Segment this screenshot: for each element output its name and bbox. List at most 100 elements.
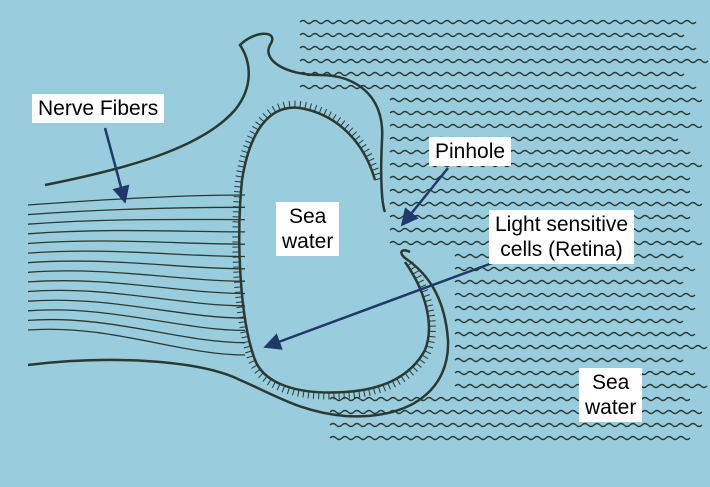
retina-cell-mark	[239, 326, 247, 329]
retina-cell-mark	[331, 114, 337, 121]
retina-cell-mark	[234, 286, 242, 288]
pinhole-label: Pinhole	[429, 137, 512, 166]
retina-cell-mark	[243, 345, 251, 349]
nerve-fiber	[27, 328, 246, 356]
sea-water-inner-line-2: water	[282, 230, 334, 253]
nerve-fiber	[27, 206, 246, 216]
water-wave-line	[389, 97, 703, 103]
nerve-fiber	[27, 270, 246, 282]
retina-cell-mark	[396, 378, 401, 385]
retina-cell-mark	[374, 177, 382, 181]
retina-cell-mark	[354, 135, 361, 141]
retina-cell-mark	[340, 120, 346, 127]
retina-cell-mark	[233, 196, 241, 198]
retina-cell-mark	[245, 140, 252, 144]
retina-cell-mark	[369, 162, 377, 167]
retina-label: Light sensitive cells (Retina)	[489, 210, 635, 264]
retina-cell-mark	[266, 109, 272, 116]
retina-cell-mark	[288, 100, 291, 108]
retina-cell-mark	[428, 320, 436, 322]
water-wave-line	[299, 58, 709, 64]
retina-cell-mark	[427, 314, 436, 317]
water-wave-line	[329, 435, 691, 441]
retina-cell-mark	[237, 165, 245, 168]
retina-cell-mark	[281, 385, 286, 393]
retina-cell-mark	[271, 381, 276, 389]
retina-cell-mark	[304, 101, 307, 110]
retina-cell-mark	[400, 375, 406, 383]
retina-cell-mark	[428, 335, 436, 338]
retina-cell-mark	[312, 391, 315, 399]
retina-cell-mark	[235, 175, 243, 178]
retina-cell-mark	[363, 148, 370, 153]
nerve-fiber	[27, 318, 246, 344]
retina-cell-mark	[276, 383, 281, 391]
retina-cell-mark	[412, 366, 418, 372]
retina-cell-mark	[241, 150, 249, 154]
nerve-fiber	[27, 194, 246, 206]
retina-cell-mark	[377, 386, 381, 394]
retina-cell-mark	[424, 299, 432, 303]
retina-cell-mark	[408, 369, 414, 376]
retina-cell-mark	[233, 191, 242, 193]
retina-cell-mark	[417, 279, 425, 284]
retina-cell-mark	[234, 185, 242, 188]
water-wave-line	[454, 279, 684, 285]
water-wave-line	[454, 344, 708, 350]
nerve-fiber	[27, 218, 246, 225]
water-wave-line	[454, 318, 684, 324]
retina-cell-mark	[239, 155, 247, 159]
retina-cell-mark	[360, 143, 367, 149]
retina-cell-mark	[243, 145, 251, 149]
retina-cell-mark	[358, 390, 361, 398]
retina-cell-mark	[262, 112, 269, 119]
pinhole-label-text: Pinhole	[435, 140, 506, 163]
nerve-fiber	[27, 280, 246, 295]
retina-cell-mark	[251, 364, 258, 369]
retina-cell-mark	[241, 335, 249, 339]
retina-label-line-1: Light sensitive	[495, 213, 629, 236]
water-wave-line	[299, 71, 685, 77]
retina-cell-mark	[407, 261, 414, 267]
retina-cell-mark	[235, 301, 243, 304]
retina-cell-mark	[233, 276, 241, 278]
retina-cell-mark	[404, 372, 410, 380]
retina-cell-mark	[237, 311, 245, 314]
retina-cell-mark	[418, 358, 426, 364]
nerve-fiber	[27, 250, 246, 258]
retina-cell-mark	[248, 359, 256, 364]
water-wave-line	[454, 292, 696, 298]
retina-cell-mark	[387, 382, 391, 390]
water-wave-line	[454, 357, 684, 363]
retina-cell-mark	[258, 372, 264, 379]
retina-cell-mark	[246, 355, 254, 359]
nerve-fiber	[27, 299, 246, 319]
nerve-fiber-lines	[27, 194, 246, 356]
retina-cell-mark	[357, 139, 364, 145]
retina-cell-mark	[368, 388, 371, 396]
retina-cell-mark	[236, 170, 244, 173]
nerve-fiber	[27, 240, 246, 245]
water-wave-line	[454, 331, 696, 337]
retina-cell-mark	[258, 117, 265, 123]
retina-cell-mark	[423, 294, 430, 298]
water-wave-line	[454, 266, 696, 272]
retina-cell-mark	[412, 270, 420, 275]
retina-cell-mark	[414, 274, 422, 280]
retina-cell-hatching	[232, 100, 436, 400]
retina-cell-mark	[247, 135, 254, 140]
retina-cell-mark	[235, 296, 243, 299]
water-wave-line	[329, 422, 703, 428]
retina-cell-mark	[282, 101, 286, 109]
water-wave-line	[389, 175, 691, 181]
retina-cell-mark	[410, 265, 417, 271]
retina-cell-mark	[373, 387, 376, 395]
retina-cell-mark	[234, 180, 242, 183]
retina-cell-mark	[252, 125, 259, 131]
water-wave-line	[389, 110, 691, 116]
retina-cell-mark	[236, 306, 244, 309]
retina-cell-mark	[327, 111, 332, 119]
nerve-fiber	[27, 309, 246, 332]
retina-cell-mark	[391, 380, 396, 388]
retina-cell-mark	[249, 130, 257, 135]
